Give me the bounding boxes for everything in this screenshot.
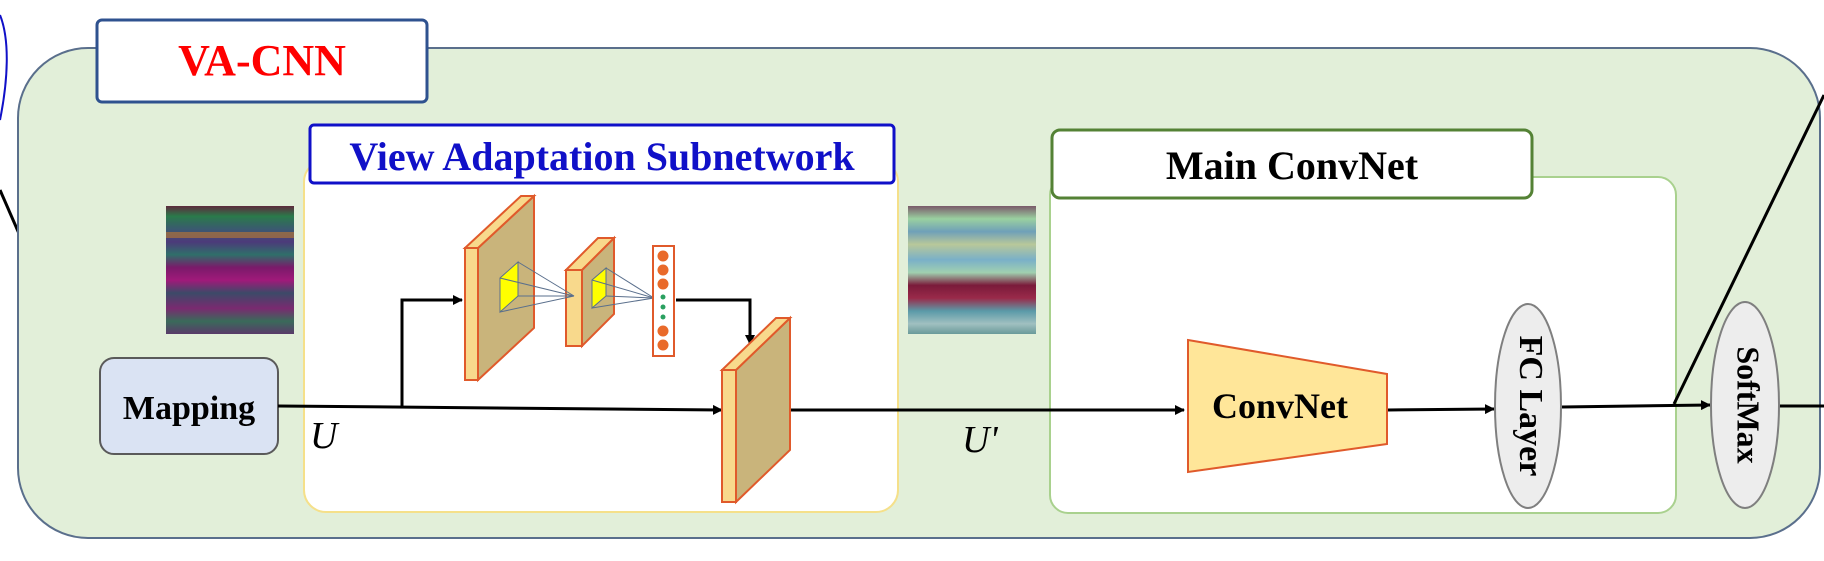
arrow-fc-to-transform [676,298,755,345]
u-label: U [310,415,340,457]
main-convnet-title: Main ConvNet [1166,143,1419,188]
fc-layer-oval [1494,303,1562,509]
left-edge-curve [0,14,8,121]
arrow-mapping-to-transform [277,404,723,415]
conv-layer-1 [462,193,537,383]
main-convnet-panel [1049,176,1677,514]
view-adaptation-title: View Adaptation Subnetwork [349,134,855,179]
convnet-label: ConvNet [1212,386,1348,426]
softmax-oval [1710,301,1780,509]
main-convnet-title-box [1050,128,1534,200]
title-box [95,18,429,104]
u-prime-label: U' [962,419,998,461]
softmax-label: SoftMax [1731,346,1767,463]
input-image-band [166,232,294,238]
input-image [166,206,294,334]
conv-layer-2 [563,235,617,349]
arrow-convnet-to-fc [1387,404,1495,415]
title-text: VA-CNN [178,36,346,85]
convnet-block [1187,338,1388,474]
view-adaptation-title-box [308,123,896,185]
view-adaptation-panel [303,159,899,513]
arrow-to-conv1 [400,295,463,408]
fc-layer-label: FC Layer [1512,336,1549,477]
outgoing-line [1672,94,1824,405]
fc-vector [652,245,675,357]
arrow-fc-to-softmax [1561,400,1711,411]
kernel-projection-lines [499,261,655,313]
transformed-image [908,206,1036,334]
mapping-label: Mapping [123,390,255,427]
transform-block [719,315,793,505]
